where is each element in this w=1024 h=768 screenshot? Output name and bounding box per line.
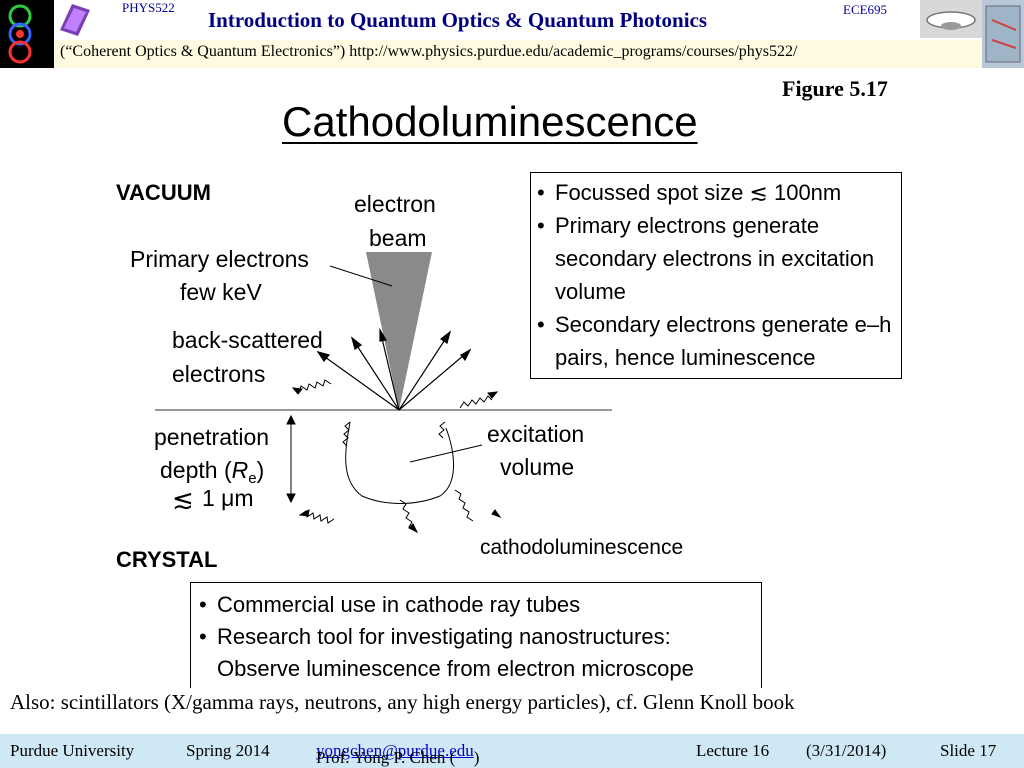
vacuum-label: VACUUM: [116, 180, 211, 205]
chip-icon: [985, 5, 1021, 63]
slide-footer: Purdue University Spring 2014 Prof. Yong…: [0, 734, 1024, 768]
beam-label: beam: [369, 225, 427, 251]
primary-electrons-label: Primary electrons: [130, 246, 309, 272]
electron-beam-cone: [366, 252, 432, 410]
application-nanostructures: •Research tool for investigating nanostr…: [199, 624, 694, 681]
footer-university: Purdue University: [10, 741, 135, 760]
waveguide-icon: [60, 4, 90, 36]
application-crt: •Commercial use in cathode ray tubes: [199, 592, 581, 617]
applications-box: •Commercial use in cathode ray tubes •Re…: [190, 582, 762, 688]
course-code-left: PHYS522: [122, 0, 175, 15]
penetration-depth-label: depth (Re): [160, 457, 264, 487]
excitation-volume-outline: [345, 421, 455, 504]
footer-slide-number: Slide 17: [940, 741, 997, 760]
course-code-right: ECE695: [843, 2, 888, 17]
cathodoluminescence-label: cathodoluminescence: [480, 536, 683, 559]
penetration-value-label: 1 μm: [202, 485, 254, 511]
scintillator-note: Also: scintillators (X/gamma rays, neutr…: [10, 690, 795, 714]
microdisk-icon: [920, 0, 982, 38]
approx-less-than-symbol: ≲: [172, 484, 194, 514]
footer-email-link[interactable]: yongchen@purdue.edu: [316, 741, 474, 760]
key-points-box: •Focussed spot size ≲ 100nm •Primary ele…: [530, 172, 902, 379]
slide-header-title: Introduction to Quantum Optics & Quantum…: [208, 8, 708, 32]
footer-professor: Prof. Yong P. Chen (yongchen@purdue.edu): [316, 741, 480, 767]
footer-lecture: Lecture 16: [696, 741, 770, 760]
penetration-depth-arrow: [286, 414, 296, 504]
excitation-leader-line: [409, 444, 483, 463]
cathodoluminescence-diagram: VACUUM CRYSTAL electron beam Primary ele…: [116, 180, 683, 572]
microdisk-thumbnail-image: [920, 0, 982, 38]
excitation-volume-label: volume: [500, 454, 574, 480]
backscattered-electrons-label: electrons: [172, 361, 265, 387]
rings-logo-icon: [8, 4, 32, 64]
crystal-label: CRYSTAL: [116, 547, 217, 572]
figure-label: Figure 5.17: [782, 76, 888, 101]
primary-leader-line: [329, 265, 393, 287]
chip-thumbnail-image: [982, 0, 1024, 68]
slide-header-subtitle: (“Coherent Optics & Quantum Electronics”…: [60, 43, 798, 60]
excitation-label: excitation: [487, 421, 584, 447]
footer-term: Spring 2014: [186, 741, 270, 760]
backscattered-label: back-scattered: [172, 327, 323, 353]
header-top: [54, 0, 982, 40]
electron-label: electron: [354, 191, 436, 217]
photon-squiggles: [291, 379, 502, 534]
key-point-spot-size: •Focussed spot size ≲ 100nm: [537, 180, 842, 205]
key-point-eh-pairs: •Secondary electrons generate e–h pairs,…: [537, 312, 892, 370]
backscatter-arrows: [316, 327, 472, 411]
purdue-logo-image: [0, 0, 54, 68]
footer-date: (3/31/2014): [806, 741, 887, 760]
photonics-thumbnail-image: [54, 0, 94, 38]
page-title: Cathodoluminescence: [282, 98, 698, 145]
header-subtitle-bar: [54, 40, 982, 68]
penetration-label: penetration: [154, 424, 269, 450]
primary-energy-label: few keV: [180, 279, 262, 305]
slide-header: PHYS522 ECE695 Introduction to Quantum O…: [0, 0, 1024, 68]
key-point-secondary-electrons: •Primary electrons generate secondary el…: [537, 213, 875, 304]
